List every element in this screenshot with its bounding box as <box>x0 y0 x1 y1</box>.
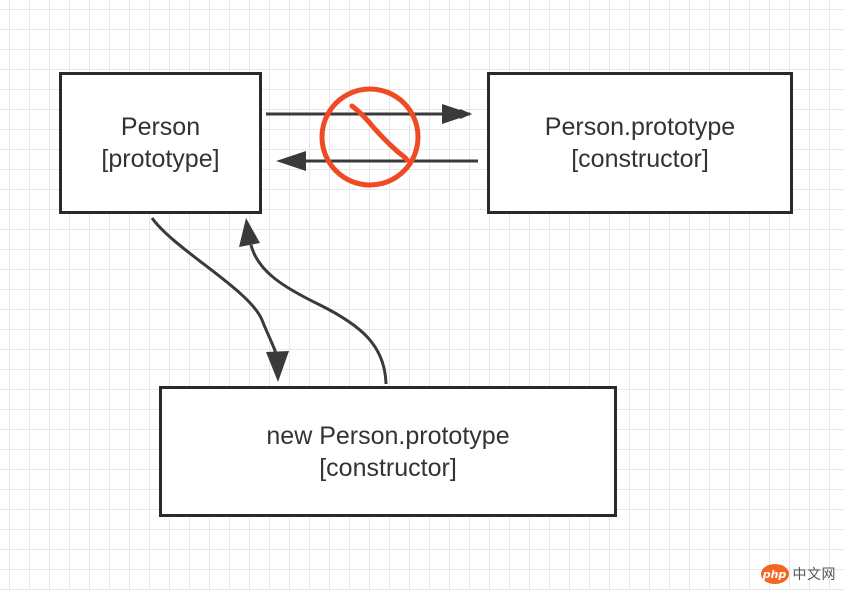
site-watermark: php 中文网 <box>760 564 837 584</box>
edge-new-prototype-to-person <box>249 244 388 385</box>
arrowhead-person-to-prototype <box>442 104 472 124</box>
edge-person-to-new-prototype <box>150 217 279 359</box>
node-new-person-prototype-name: new Person.prototype <box>266 421 510 450</box>
node-person-prototype: Person.prototype [constructor] <box>487 72 793 214</box>
node-person: Person [prototype] <box>59 72 262 214</box>
arrowhead-new-prototype-to-person <box>239 218 260 247</box>
node-person-property: [prototype] <box>101 145 220 173</box>
node-new-person-prototype-property: [constructor] <box>319 453 457 482</box>
node-person-prototype-name: Person.prototype <box>544 113 736 141</box>
watermark-text: 中文网 <box>792 567 836 583</box>
node-person-prototype-property: [constructor] <box>571 145 709 173</box>
node-new-person-prototype: new Person.prototype [constructor] <box>159 386 617 517</box>
arrowhead-person-to-new-prototype <box>266 351 289 382</box>
node-person-name: Person <box>120 113 201 141</box>
arrowhead-prototype-to-person <box>276 151 306 171</box>
php-logo-icon: php <box>760 564 789 584</box>
